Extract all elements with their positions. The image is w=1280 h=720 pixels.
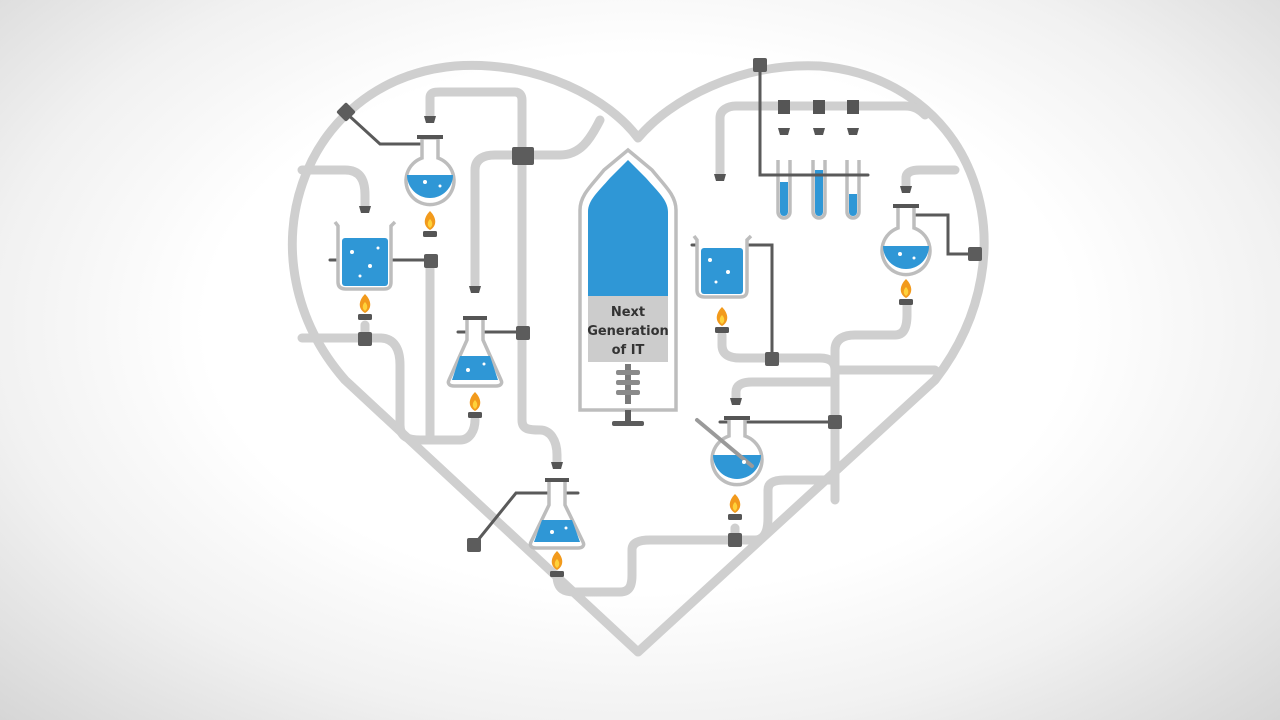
test-tube-icon (776, 160, 792, 220)
center-vessel: Next Generation of IT (578, 147, 678, 426)
pipe-joint-icon (467, 538, 481, 552)
round-flask-icon (404, 135, 456, 237)
test-tube-icon (811, 160, 827, 220)
test-tube-icon (845, 160, 861, 220)
beaker-icon (692, 234, 753, 333)
erlenmeyer-flask-icon (528, 478, 586, 577)
pipe-joint-icon (753, 58, 767, 72)
test-tube-rack (768, 160, 868, 220)
pipe-joint-icon (968, 247, 982, 261)
stirrer-icon (612, 364, 644, 426)
label-band (588, 296, 668, 362)
label-line-3: of IT (612, 343, 645, 358)
pipe-joint-icon (358, 332, 372, 346)
round-flask-icon (880, 204, 932, 305)
pipe-joint-icon (828, 415, 842, 429)
label-line-2: Generation (587, 324, 669, 339)
pipe-joint-icon (512, 147, 534, 165)
pipe-joint-icon (336, 102, 356, 122)
pipe-joint-icon (516, 326, 530, 340)
erlenmeyer-flask-icon (446, 316, 504, 418)
nozzles (359, 100, 912, 469)
round-flask-icon (695, 416, 764, 520)
pipe-joints (336, 58, 982, 552)
internal-pipes (297, 87, 960, 597)
thermometer-icon (695, 418, 754, 468)
pipe-joint-icon (765, 352, 779, 366)
pipe-joint-icon (424, 254, 438, 268)
beaker-icon (333, 220, 397, 320)
pipe-joint-icon (728, 533, 742, 547)
label-line-1: Next (611, 305, 645, 320)
